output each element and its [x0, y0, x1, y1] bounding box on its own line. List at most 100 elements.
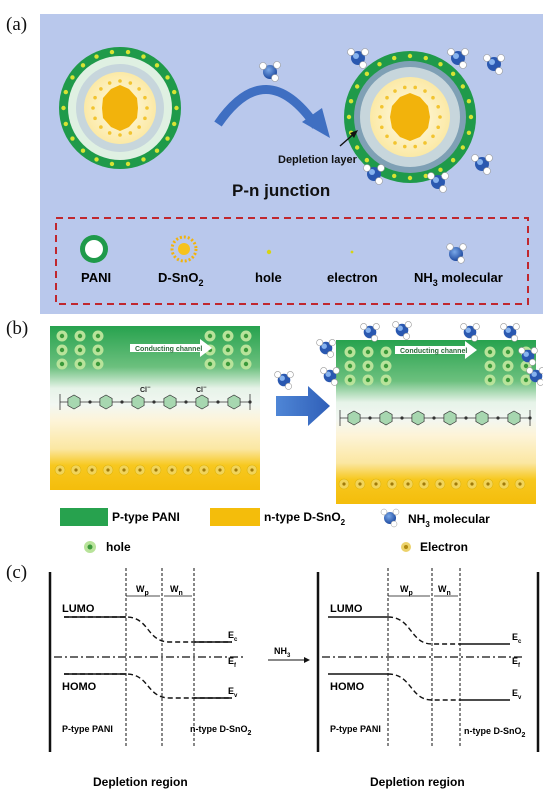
legend-electron-icon-b: [401, 542, 411, 552]
nh3-molecule: [316, 339, 336, 358]
dot: [466, 130, 472, 135]
dot: [99, 87, 103, 91]
chloride-label: Cl−: [196, 385, 207, 394]
dot: [407, 53, 413, 59]
ntype-label-left: n-type D-SnO2: [190, 724, 252, 737]
legend-dsno2-icon: [170, 235, 198, 263]
dot: [125, 49, 131, 55]
dot: [385, 134, 389, 139]
dot: [423, 173, 428, 179]
dot: [423, 141, 427, 145]
wn-label-left: Wn: [170, 584, 183, 597]
dot: [393, 141, 397, 145]
wn-label-right: Wn: [438, 584, 451, 597]
legend-hole-label: hole: [255, 270, 282, 285]
dot: [137, 87, 141, 91]
dot: [145, 106, 149, 110]
dot: [413, 85, 418, 90]
benzene-ring: [379, 410, 393, 426]
dot: [450, 71, 456, 77]
dot: [80, 63, 86, 68]
legend-ntype-swatch: [210, 508, 260, 526]
dot: [438, 115, 442, 119]
dot: [154, 148, 160, 153]
dot: [91, 106, 95, 110]
dot: [80, 148, 86, 153]
dot: [70, 75, 75, 80]
benzene-ring: [347, 410, 361, 426]
legend-ptype-label: P-type PANI: [112, 510, 180, 524]
dot: [468, 114, 474, 120]
ec-label-left: Ec: [228, 630, 238, 643]
dot: [165, 75, 170, 80]
nh3-molecule: [483, 54, 505, 75]
dot: [93, 116, 97, 121]
nh3-molecule: [427, 172, 449, 193]
nh3-molecule: [500, 323, 520, 342]
dot: [70, 136, 75, 141]
legend-dsno2-label: D-SnO2: [158, 270, 203, 288]
legend-nh3-label-b: NH3 molecular: [408, 512, 490, 529]
nh3-molecule: [518, 347, 538, 366]
dot: [364, 71, 370, 77]
ntype-label-right: n-type D-SnO2: [464, 726, 526, 739]
ev-label-right: Ev: [512, 688, 522, 701]
legend-nh3-label: NH3 molecular: [414, 270, 503, 288]
dot: [172, 89, 177, 95]
dot: [438, 61, 443, 67]
particle-right: [344, 51, 476, 183]
dot: [436, 104, 440, 109]
nh3-molecule: [259, 61, 281, 82]
ef-label-left: Ef: [228, 656, 237, 669]
homo-label-right: HOMO: [330, 681, 365, 693]
dot: [413, 144, 418, 149]
depletion-region-right: Depletion region: [370, 775, 465, 789]
dot: [431, 134, 435, 139]
homo-label-left: HOMO: [62, 681, 97, 693]
dot: [402, 85, 407, 90]
dot: [143, 95, 147, 100]
dot: [380, 104, 384, 109]
conducting-channel-left: Conducting channel: [130, 339, 212, 357]
benzene-ring: [163, 394, 177, 410]
panel-label-c: (c): [6, 562, 28, 583]
depletion-region-left: Depletion region: [93, 775, 188, 789]
conducting-channel-right: Conducting channel: [395, 341, 477, 359]
legend-nh3-icon: [446, 243, 467, 264]
benzene-ring: [227, 394, 241, 410]
dot: [99, 125, 103, 129]
dot: [354, 84, 360, 89]
reaction-arrow: [214, 85, 320, 129]
nh3-arrow-label: NH3: [274, 646, 291, 659]
legend-pani-icon: [80, 235, 108, 263]
legend-box: [55, 217, 529, 305]
particle-left: [59, 47, 181, 169]
panel-b-diagram: Conducting channel Conducting channel Cl…: [50, 321, 546, 554]
dot: [436, 125, 440, 130]
ef-label-right: Ef: [512, 656, 521, 669]
reaction-arrowhead: [302, 108, 330, 138]
panel-a-diagram: Depletion layer P-n junction PANI D-SnO2…: [55, 47, 529, 305]
wp-label-right: Wp: [400, 584, 413, 597]
nh3-molecule: [392, 321, 412, 340]
panel-c-diagram: Wp Wn LUMO HOMO Ec Ef Ev P-type PANI n-t…: [48, 568, 540, 789]
dot: [431, 95, 435, 100]
dot: [407, 175, 413, 181]
nh3-molecule: [360, 323, 380, 342]
dot: [460, 84, 466, 89]
legend-nh3-icon-b: [380, 508, 400, 528]
dot: [174, 105, 179, 111]
benzene-ring: [99, 394, 113, 410]
dot: [141, 54, 146, 59]
legend-pani-label: PANI: [81, 270, 111, 285]
dot: [109, 49, 115, 55]
dot: [377, 61, 382, 67]
band-diagram-left: [48, 568, 245, 752]
dot: [450, 157, 456, 163]
dot: [423, 89, 427, 93]
dot: [392, 55, 397, 61]
dot: [125, 161, 131, 167]
dot: [93, 95, 97, 100]
dot: [348, 99, 354, 104]
legend-hole-icon: [266, 249, 272, 255]
